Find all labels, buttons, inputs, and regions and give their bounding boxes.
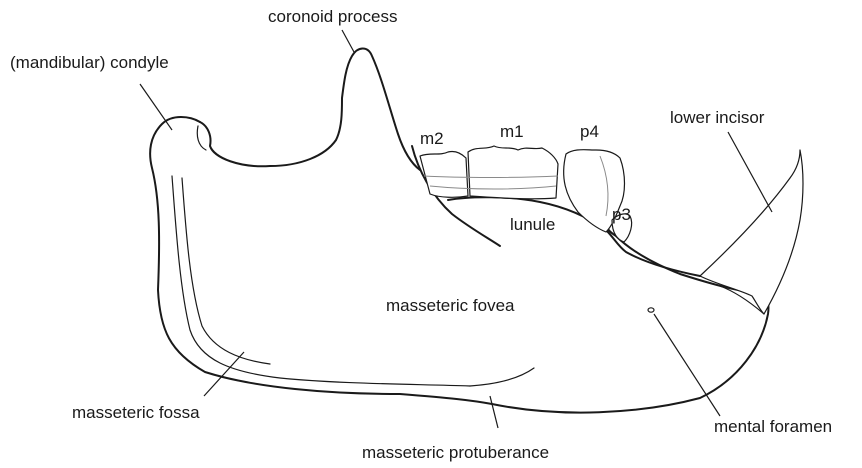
label-m2: m2 <box>420 129 444 148</box>
label-p3: p3 <box>612 205 631 224</box>
label-condyle: (mandibular) condyle <box>10 53 169 72</box>
molar-row <box>420 146 558 199</box>
leader-coronoid <box>342 30 354 52</box>
posterior-inner-border <box>182 178 270 364</box>
leader-condyle <box>140 84 172 130</box>
premolar-group <box>564 150 632 242</box>
protuberance-curve <box>470 368 534 386</box>
condyle-notch-coronoid <box>200 49 420 171</box>
mandible-bone <box>150 49 768 413</box>
leader-masseteric-protuberance <box>490 396 498 428</box>
masseteric-fossa-rim <box>172 176 470 386</box>
label-masseteric-fovea: masseteric fovea <box>386 296 515 315</box>
label-m1: m1 <box>500 122 524 141</box>
mental-foramen-hole <box>648 308 654 312</box>
label-masseteric-fossa: masseteric fossa <box>72 403 200 422</box>
label-lunule: lunule <box>510 215 555 234</box>
label-masseteric-protuberance: masseteric protuberance <box>362 443 549 462</box>
label-p4: p4 <box>580 122 599 141</box>
leader-lower-incisor <box>728 132 772 212</box>
tooth-m2 <box>420 151 468 197</box>
label-mental-foramen: mental foramen <box>714 417 832 436</box>
tooth-m1 <box>468 146 558 199</box>
label-lower-incisor: lower incisor <box>670 108 765 127</box>
label-coronoid-process: coronoid process <box>268 7 397 26</box>
condyle-inner-line <box>197 126 206 150</box>
